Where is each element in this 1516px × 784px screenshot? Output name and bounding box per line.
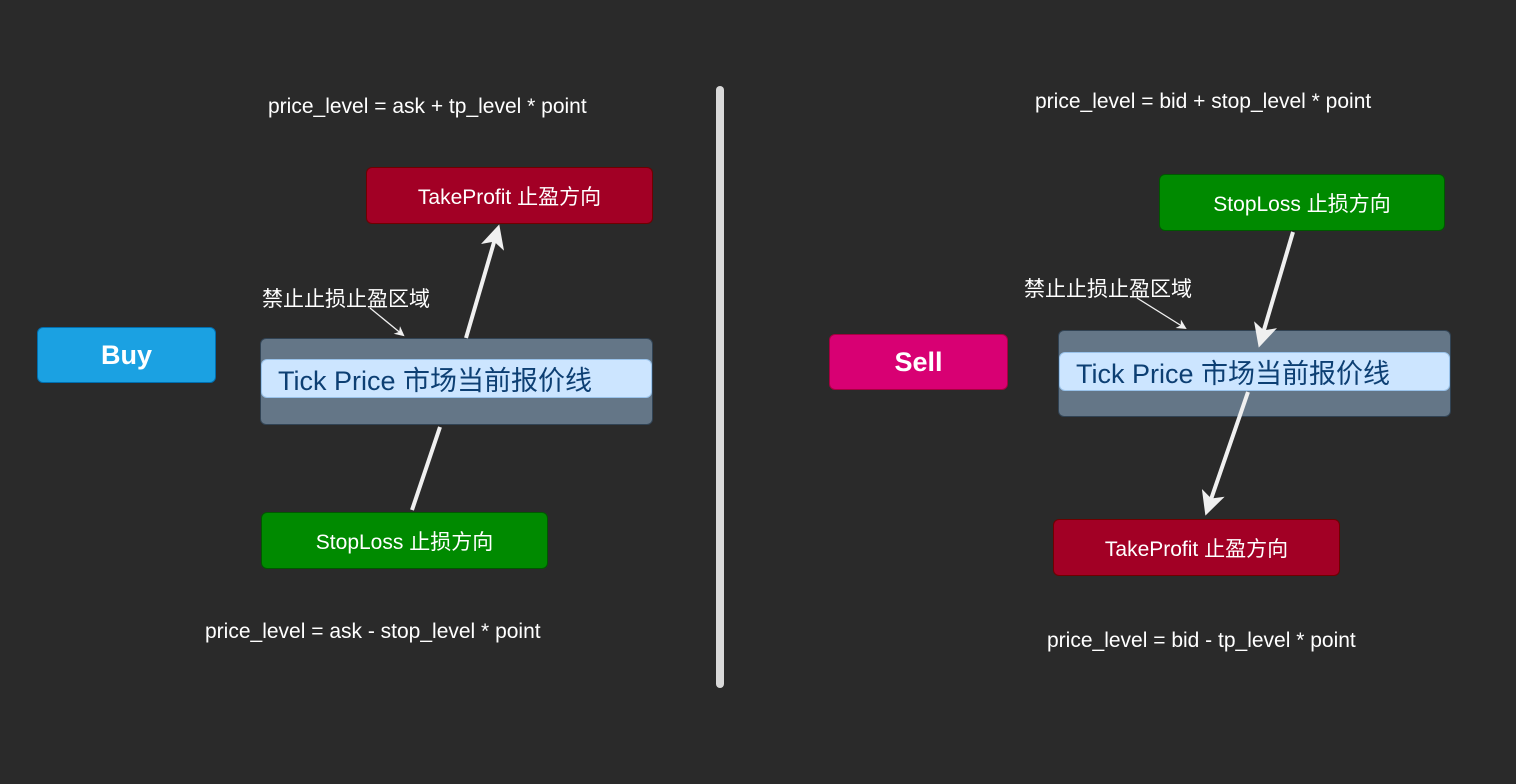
buy-zone-label: 禁止止损止盈区域 <box>262 288 430 311</box>
buy-take-profit-arrow <box>464 224 505 339</box>
buy-tick-price-line: Tick Price 市场当前报价线 <box>261 359 652 398</box>
sell-stop-loss-box: StopLoss 止损方向 <box>1159 174 1445 231</box>
sell-label-box: Sell <box>829 334 1008 390</box>
sell-tick-price-line: Tick Price 市场当前报价线 <box>1059 352 1450 391</box>
buy-stop-loss-arrow-line <box>410 426 442 511</box>
buy-formula-bottom: price_level = ask - stop_level * point <box>205 620 541 643</box>
sell-zone-label: 禁止止损止盈区域 <box>1024 278 1192 301</box>
sell-formula-bottom: price_level = bid - tp_level * point <box>1047 629 1356 652</box>
buy-zone-pointer-arrow <box>369 307 405 337</box>
sell-zone-pointer-arrow <box>1136 297 1187 330</box>
sell-take-profit-box: TakeProfit 止盈方向 <box>1053 519 1340 576</box>
sell-formula-top: price_level = bid + stop_level * point <box>1035 90 1372 113</box>
divider <box>716 86 724 688</box>
buy-take-profit-box: TakeProfit 止盈方向 <box>366 167 653 224</box>
buy-label-box: Buy <box>37 327 216 383</box>
sell-take-profit-arrow <box>1201 391 1250 516</box>
buy-formula-top: price_level = ask + tp_level * point <box>268 95 587 118</box>
buy-stop-loss-box: StopLoss 止损方向 <box>261 512 548 569</box>
sell-stop-loss-arrow <box>1254 231 1295 348</box>
